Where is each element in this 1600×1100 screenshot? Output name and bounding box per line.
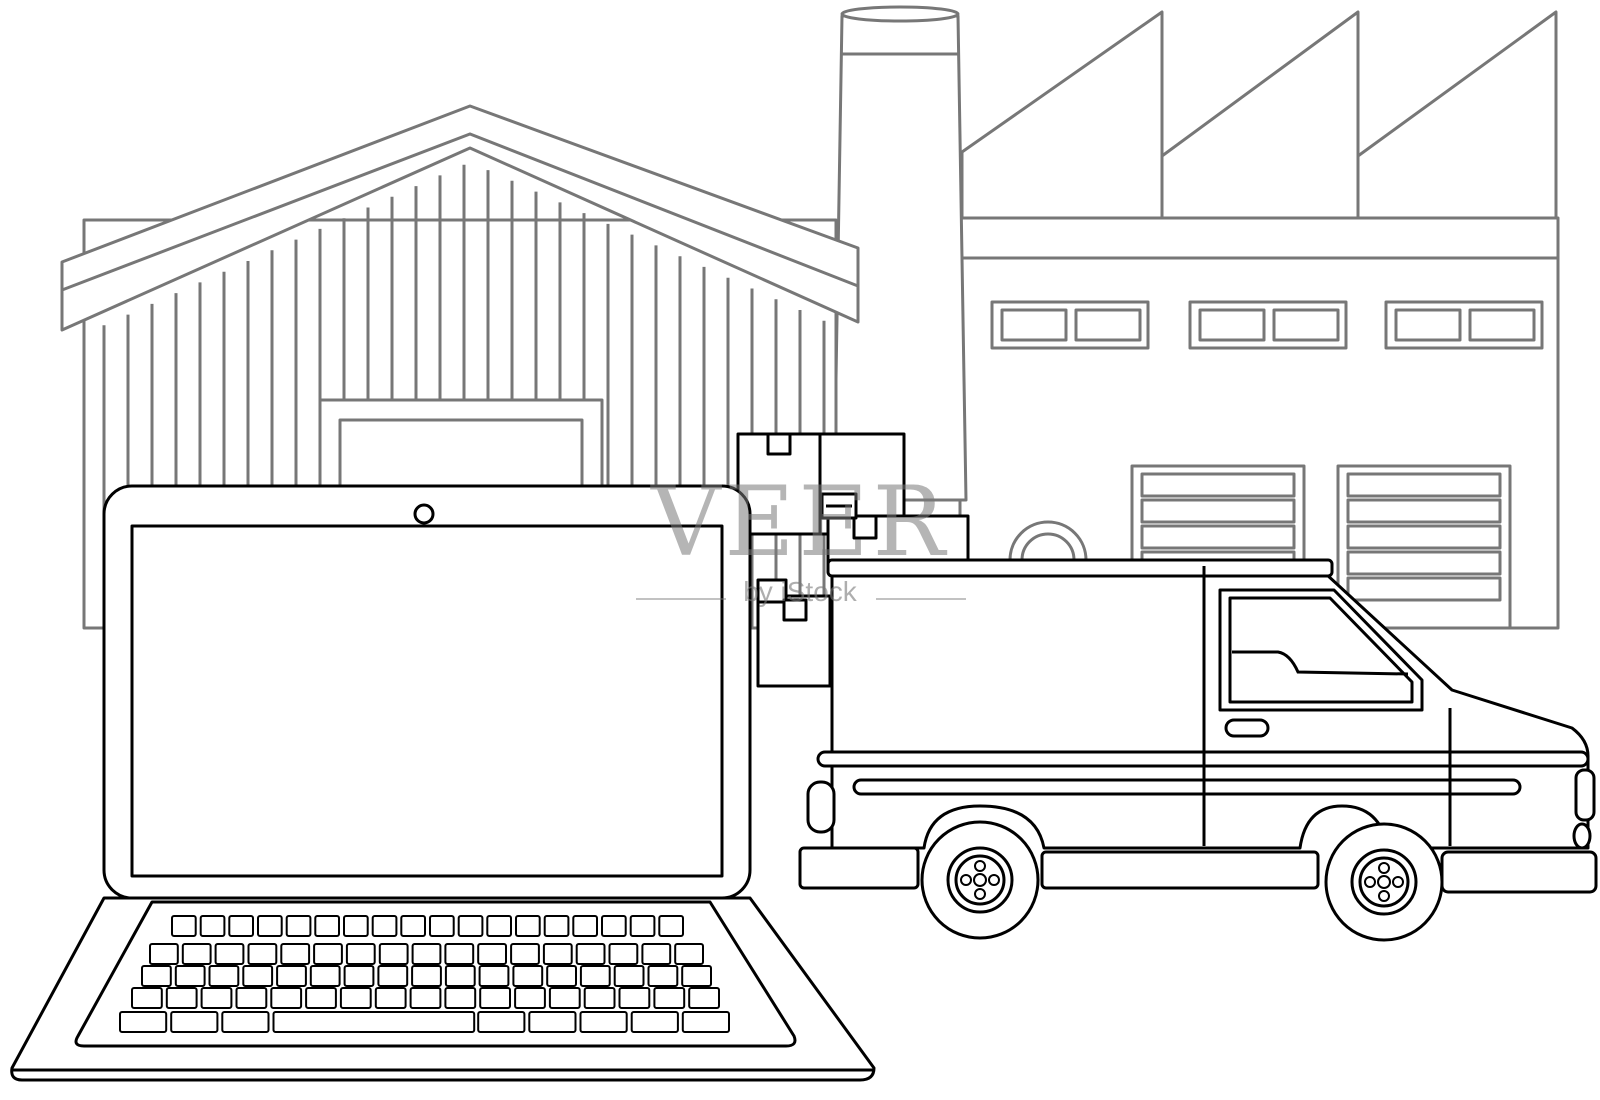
delivery-van xyxy=(798,558,1598,942)
watermark-brand: VEER xyxy=(651,466,949,578)
warehouse-roof xyxy=(60,104,860,332)
factory-roof-band xyxy=(958,216,1560,260)
cardboard-boxes xyxy=(736,432,970,688)
factory-windows xyxy=(990,300,1544,350)
laptop xyxy=(10,484,876,1082)
watermark-rule-left xyxy=(636,598,726,600)
watermark-credit: by iStock xyxy=(743,576,857,607)
laptop-keys xyxy=(119,915,730,1033)
van-wheel-rear xyxy=(920,820,1040,940)
van-body xyxy=(830,560,1590,850)
laptop-screen xyxy=(130,524,724,878)
factory-tank xyxy=(1008,520,1088,562)
factory-garage-doors xyxy=(1130,464,1512,630)
factory-sawtooth-roof xyxy=(960,10,1558,220)
webcam-icon xyxy=(413,503,435,525)
watermark-rule-right xyxy=(876,598,966,600)
van-wheel-front xyxy=(1324,822,1444,942)
